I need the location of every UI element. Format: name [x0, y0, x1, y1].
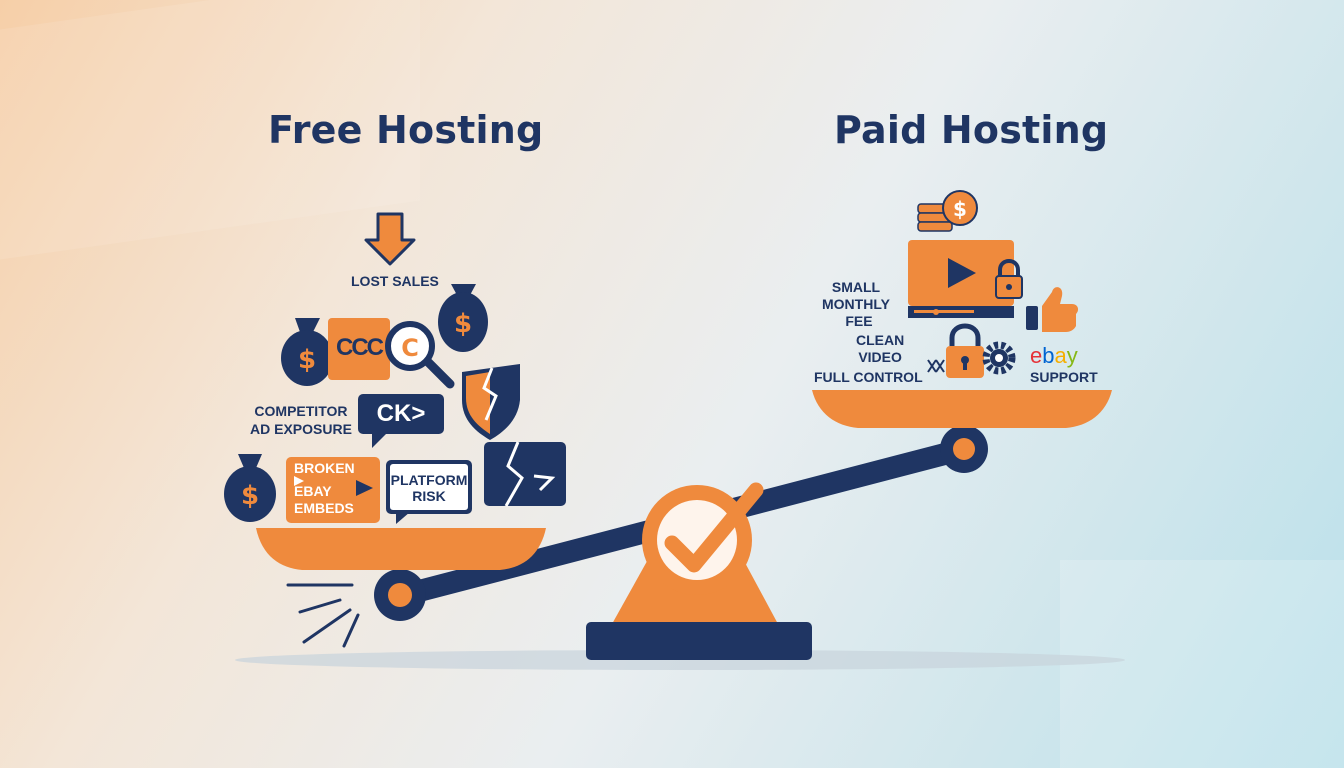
cross-icon [927, 359, 945, 373]
clean-line: CLEAN [856, 332, 905, 348]
ebay-line: EBAY [294, 483, 332, 499]
down-arrow-icon [364, 212, 416, 266]
small-monthly-fee-label: SMALL MONTHLY FEE [822, 279, 890, 330]
video-line: VIDEO [858, 349, 902, 365]
broken-image-icon [484, 441, 566, 507]
paid-hosting-heading: Paid Hosting [834, 108, 1109, 152]
support-label: SUPPORT [1030, 369, 1098, 385]
broken-ebay-embeds-tile [286, 457, 380, 523]
svg-text:$: $ [953, 197, 967, 221]
ebay-logo: ebay [1030, 343, 1078, 368]
svg-text:$: $ [241, 481, 259, 511]
coins-icon: $ [917, 190, 978, 232]
full-control-label: FULL CONTROL [814, 369, 923, 385]
svg-text:$: $ [454, 309, 472, 339]
monthly-line: MONTHLY [822, 296, 890, 312]
motion-lines-icon [286, 583, 360, 648]
money-bag-icon: $ [438, 284, 488, 352]
gear-icon [982, 341, 1016, 375]
cc-tile [328, 318, 390, 380]
fulcrum-base [586, 622, 812, 660]
ad-exposure-line: AD EXPOSURE [250, 421, 352, 437]
embeds-line: EMBEDS [294, 500, 354, 516]
padlock-icon [995, 259, 1023, 299]
right-scale-pan [812, 390, 1112, 428]
svg-text:C: C [401, 334, 419, 362]
padlock-icon [946, 323, 984, 378]
platform-risk-bubble [386, 460, 472, 524]
background-tile [1060, 560, 1344, 768]
magnifier-icon: C [385, 321, 455, 389]
fee-line: FEE [845, 313, 873, 329]
broken-shield-icon [462, 364, 520, 440]
competitor-line: COMPETITOR [254, 403, 348, 419]
broken-line: BROKEN [294, 460, 355, 476]
ck-speech-bubble [358, 394, 444, 448]
clean-video-label: CLEAN VIDEO [856, 332, 904, 366]
lost-sales-label: LOST SALES [351, 273, 439, 289]
broken-ebay-embeds-label: BROKEN EBAY EMBEDS [288, 460, 355, 517]
ck-tag-label: CK> [376, 400, 426, 427]
money-bag-icon: $ [281, 318, 333, 386]
cc-tag-label: CCC [336, 334, 384, 361]
left-scale-pan [256, 528, 546, 570]
video-player-icon [908, 240, 1014, 318]
money-bag-icon: $ [224, 454, 276, 522]
risk-line: RISK [412, 488, 446, 504]
free-hosting-heading: Free Hosting [268, 108, 544, 152]
checkmark-icon [664, 482, 764, 573]
thumbs-up-icon [1026, 287, 1079, 332]
platform-line: PLATFORM [390, 472, 468, 488]
platform-risk-label: PLATFORM RISK [390, 472, 468, 504]
competitor-ad-exposure-label: COMPETITOR AD EXPOSURE [250, 402, 352, 438]
svg-text:$: $ [298, 345, 316, 375]
small-line: SMALL [831, 279, 881, 295]
